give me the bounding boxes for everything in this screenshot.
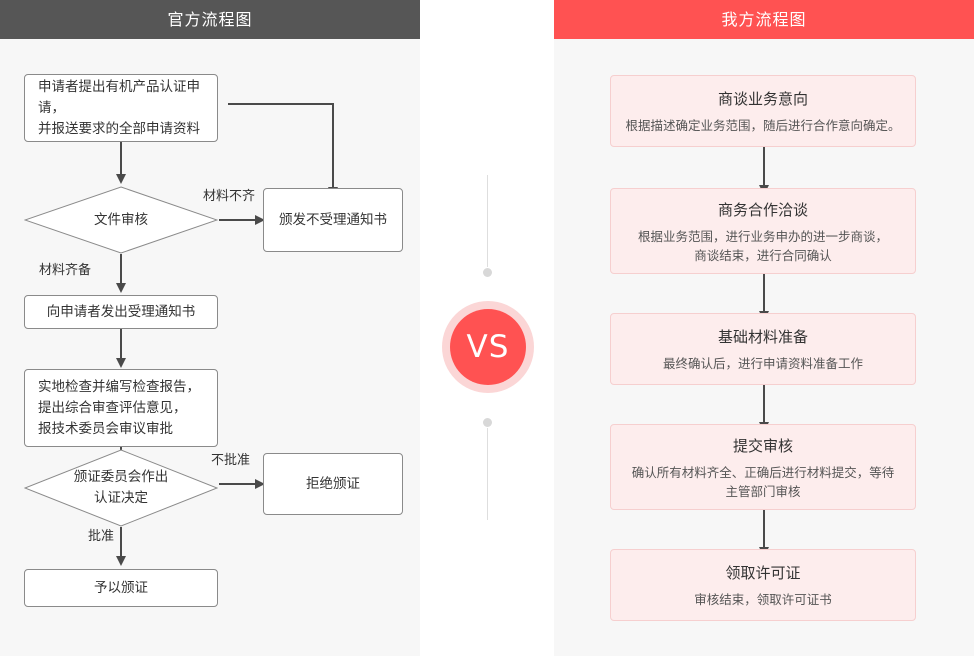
card-step-2-title: 商务合作洽谈 [717, 200, 808, 219]
decision-certification-committee[interactable]: 颁证委员会作出 认证决定 [24, 449, 218, 527]
connector-elbow-vertical [332, 103, 334, 189]
node-grant-certificate[interactable]: 予以颁证 [24, 569, 218, 607]
official-flow-title: 官方流程图 [0, 0, 420, 39]
connector-decision-to-grant [120, 527, 122, 558]
connector-review-to-accept [120, 254, 122, 285]
edge-label-incomplete: 材料不齐 [203, 189, 256, 204]
edge-label-complete: 材料齐备 [39, 263, 92, 278]
connector-application-to-review [120, 142, 122, 176]
our-flow-title: 我方流程图 [554, 0, 974, 39]
arrowhead-to-inspection [115, 358, 126, 368]
vs-badge: VS [442, 301, 534, 393]
card-step-1-desc: 根据描述确定业务范围，随后进行合作意向确定。 [625, 118, 901, 133]
card-step-1-title: 商谈业务意向 [717, 90, 808, 108]
node-reject-notice[interactable]: 颁发不受理通知书 [263, 188, 403, 252]
node-field-inspection[interactable]: 实地检查并编写检查报告， 提出综合审查评估意见， 报技术委员会审议审批 [24, 369, 218, 447]
divider-dot-bottom [483, 418, 492, 427]
card-step-2[interactable]: 商务合作洽谈 根据业务范围，进行业务申办的进一步商谈， 商谈结束，进行合同确认 [610, 188, 916, 274]
card-step-3[interactable]: 基础材料准备 最终确认后，进行申请资料准备工作 [610, 313, 916, 385]
official-flow-body: 申请者提出有机产品认证申请， 并报送要求的全部申请资料 文件审核 材料不齐 颁发… [0, 39, 420, 656]
arrowhead-to-doc-review [115, 174, 126, 184]
arrowhead-to-grant [115, 556, 126, 566]
vs-label: VS [450, 309, 526, 385]
connector-step-3-to-4 [758, 385, 769, 432]
card-step-1[interactable]: 商谈业务意向 根据描述确定业务范围，随后进行合作意向确定。 [610, 75, 916, 147]
card-step-4-desc: 确认所有材料齐全、正确后进行材料提交，等待 主管部门审核 [631, 464, 895, 499]
decision-document-review[interactable]: 文件审核 [24, 186, 218, 254]
divider-dot-top [483, 268, 492, 277]
our-flow-body: 商谈业务意向 根据描述确定业务范围，随后进行合作意向确定。 商务合作洽谈 根据业… [554, 39, 974, 656]
connector-step-4-to-5 [758, 510, 769, 557]
connector-step-1-to-2 [758, 147, 769, 195]
card-step-5[interactable]: 领取许可证 审核结束，领取许可证书 [610, 549, 916, 621]
arrowhead-to-reject-box [255, 214, 265, 225]
arrowhead-to-accept-notice [115, 283, 126, 293]
edge-label-approved: 批准 [88, 529, 115, 544]
our-flow-panel: 我方流程图 商谈业务意向 根据描述确定业务范围，随后进行合作意向确定。 商务合作… [554, 0, 974, 656]
divider-line-bottom [487, 428, 488, 520]
card-step-4[interactable]: 提交审核 确认所有材料齐全、正确后进行材料提交，等待 主管部门审核 [610, 424, 916, 510]
edge-label-not-approved: 不批准 [211, 453, 251, 468]
divider-line-top [487, 175, 488, 267]
connector-accept-to-inspection [120, 329, 122, 360]
connector-elbow-horizontal [228, 103, 334, 105]
card-step-3-title: 基础材料准备 [717, 328, 808, 346]
node-application[interactable]: 申请者提出有机产品认证申请， 并报送要求的全部申请资料 [24, 74, 218, 142]
decision-certification-committee-label: 颁证委员会作出 认证决定 [73, 469, 169, 506]
card-step-5-desc: 审核结束，领取许可证书 [694, 592, 832, 607]
decision-document-review-label: 文件审核 [94, 211, 148, 228]
official-flow-panel: 官方流程图 申请者提出有机产品认证申请， 并报送要求的全部申请资料 文件审核 材… [0, 0, 420, 656]
card-step-3-desc: 最终确认后，进行申请资料准备工作 [662, 356, 863, 371]
card-step-2-desc: 根据业务范围，进行业务申办的进一步商谈， 商谈结束，进行合同确认 [637, 228, 888, 263]
node-refuse-certificate[interactable]: 拒绝颁证 [263, 453, 403, 515]
node-accept-notice[interactable]: 向申请者发出受理通知书 [24, 295, 218, 329]
card-step-4-title: 提交审核 [732, 436, 793, 455]
connector-decision-to-refuse [219, 483, 257, 485]
arrowhead-to-refuse-box [255, 478, 265, 489]
connector-review-to-reject [219, 219, 257, 221]
connector-step-2-to-3 [758, 274, 769, 321]
card-step-5-title: 领取许可证 [725, 564, 801, 582]
